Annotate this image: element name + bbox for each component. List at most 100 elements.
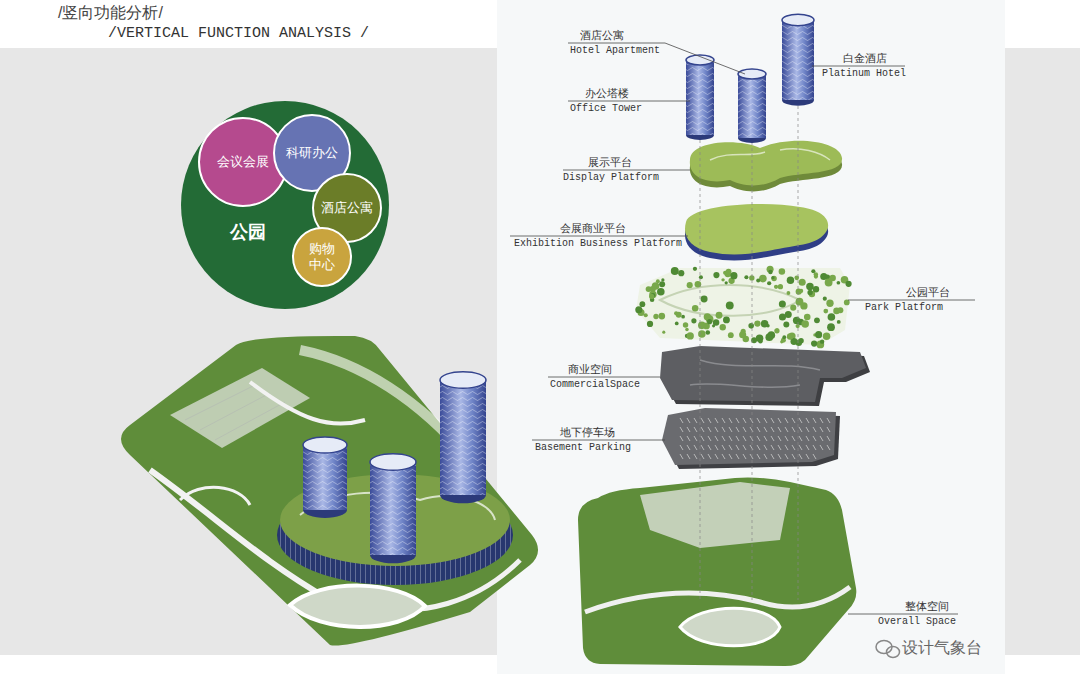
- tower: [440, 372, 486, 389]
- parking-lines: [736, 436, 739, 441]
- tree: [675, 322, 679, 326]
- tree: [771, 276, 776, 281]
- tree: [844, 300, 850, 306]
- layer-label: Exhibition Business Platform: [514, 238, 682, 249]
- tree: [699, 275, 703, 279]
- tree: [754, 320, 760, 326]
- tree: [756, 278, 760, 282]
- tree: [698, 321, 706, 329]
- parking-lines: [799, 427, 802, 432]
- tree: [639, 301, 645, 307]
- tree: [815, 331, 822, 338]
- tree: [768, 270, 772, 274]
- tree: [713, 272, 719, 278]
- watermark: 设计气象台: [902, 639, 982, 657]
- tree: [779, 301, 786, 308]
- parking-lines: [820, 418, 823, 423]
- parking-lines: [722, 418, 725, 423]
- parking-lines: [680, 454, 683, 459]
- site-model: [290, 586, 425, 627]
- parking-lines: [687, 427, 690, 432]
- parking-lines: [764, 436, 767, 441]
- parking-lines: [750, 427, 753, 432]
- parking-lines: [757, 418, 760, 423]
- parking-lines: [694, 418, 697, 423]
- tree: [726, 269, 732, 275]
- layer-label: 地下停车场: [560, 426, 615, 438]
- tree: [635, 266, 851, 349]
- parking-lines: [757, 454, 760, 459]
- tree: [687, 282, 693, 288]
- parking-lines: [694, 454, 697, 459]
- parking-lines: [813, 445, 816, 450]
- tree: [828, 313, 836, 321]
- leader-line: [510, 236, 688, 237]
- parking-lines: [708, 445, 711, 450]
- parking-lines: [827, 427, 830, 432]
- parking-lines: [792, 436, 795, 441]
- tree: [652, 282, 660, 290]
- parking-lines: [729, 436, 732, 441]
- tree: [671, 267, 679, 275]
- parking-lines: [806, 418, 809, 423]
- tree: [837, 307, 843, 313]
- tree: [701, 295, 708, 302]
- parking-lines: [708, 436, 711, 441]
- parking-lines: [729, 427, 732, 432]
- layer-label: 公园平台: [906, 286, 950, 298]
- function-label: 科研办公: [286, 145, 338, 161]
- tree: [683, 322, 688, 327]
- parking-lines: [708, 427, 711, 432]
- tower: [738, 74, 766, 138]
- parking-lines: [729, 418, 732, 423]
- parking-lines: [729, 445, 732, 450]
- exploded-layers: [690, 360, 820, 387]
- parking-lines: [715, 454, 718, 459]
- exploded-layers: [710, 149, 830, 160]
- parking-lines: [715, 427, 718, 432]
- axis-line: [700, 62, 701, 600]
- circle-fill: [199, 118, 287, 206]
- circle-fill: [181, 101, 389, 309]
- leader-line: [532, 440, 665, 441]
- parking-lines: [820, 436, 823, 441]
- tree: [771, 276, 774, 279]
- tree: [780, 340, 783, 343]
- axis-line: [700, 62, 798, 600]
- parking-lines: [743, 454, 746, 459]
- parking-lines: [750, 418, 753, 423]
- tree: [692, 305, 699, 312]
- tree: [726, 302, 734, 310]
- parking-lines: [827, 418, 830, 423]
- title: /竖向功能分析/: [58, 4, 163, 22]
- leader-line: [510, 43, 975, 614]
- tree: [796, 324, 800, 328]
- parking-lines: [820, 427, 823, 432]
- tree: [845, 281, 851, 287]
- tree: [800, 302, 807, 309]
- layer-label: Basement Parking: [535, 442, 631, 453]
- tree: [767, 281, 771, 285]
- tree: [793, 317, 800, 324]
- layer-label: 办公塔楼: [585, 87, 629, 99]
- tree: [785, 311, 792, 318]
- parking-lines: [743, 427, 746, 432]
- tower: [738, 74, 766, 138]
- tree: [659, 281, 665, 287]
- tree: [778, 284, 783, 289]
- parking-lines: [806, 445, 809, 450]
- tree: [827, 323, 835, 331]
- tree: [799, 279, 806, 286]
- tree: [635, 306, 642, 313]
- parking-lines: [778, 427, 781, 432]
- tree: [658, 313, 665, 320]
- tower: [440, 380, 486, 495]
- tower: [686, 60, 714, 135]
- tree: [774, 328, 779, 333]
- watermark-icon: [876, 641, 900, 658]
- tree: [685, 328, 689, 332]
- parking-lines: [785, 445, 788, 450]
- parking-lines: [771, 436, 774, 441]
- tree: [721, 278, 724, 281]
